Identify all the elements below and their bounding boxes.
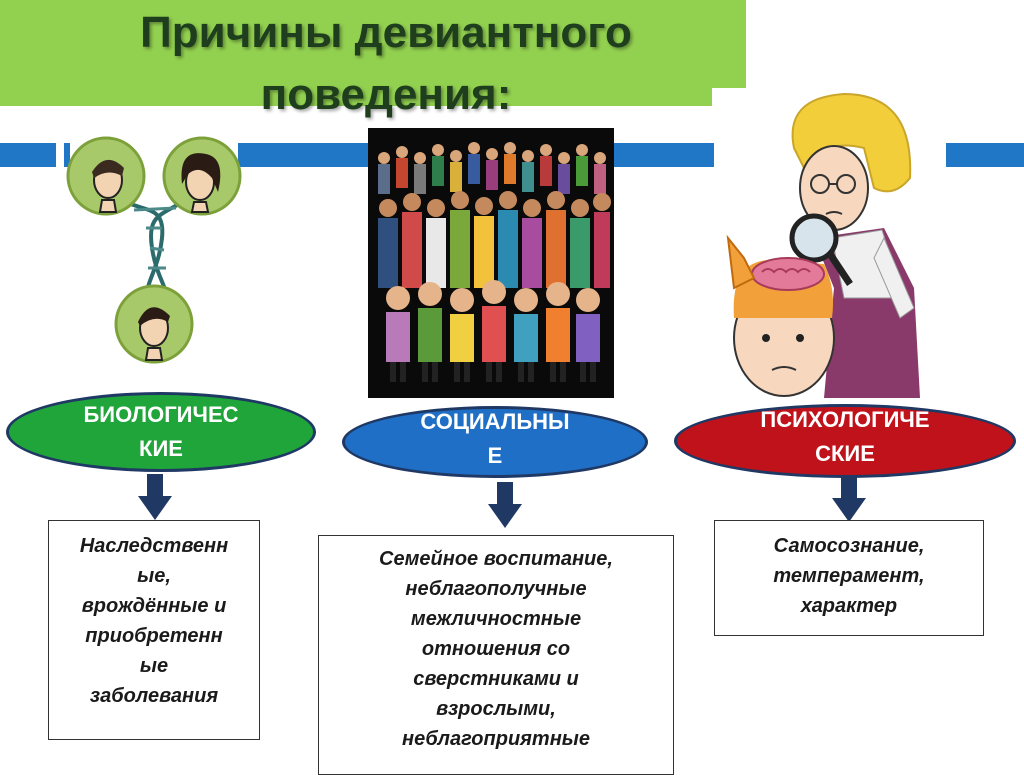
teacher-magnifier-illustration-icon [714, 88, 946, 398]
description-line: взрослыми, [436, 698, 556, 720]
description-line: Наследственн [79, 535, 229, 557]
description-line: отношения со [421, 638, 571, 660]
category-label-psychological-line1: ПСИХОЛОГИЧЕ [760, 407, 930, 432]
decorative-stripe-mid-left [238, 143, 370, 167]
category-oval-social: СОЦИАЛЬНЫ Е [342, 406, 648, 478]
description-line: неблагоприятные [401, 728, 591, 750]
category-label-biological-line2: КИЕ [139, 436, 183, 461]
dna-heads-illustration-icon [66, 136, 242, 364]
category-label-biological-line1: БИОЛОГИЧЕС [83, 402, 239, 427]
description-line: Самосознание, [773, 535, 925, 557]
category-label-social-line2: Е [487, 443, 503, 468]
description-line: приобретенн [85, 625, 223, 647]
description-box-social: Семейное воспитание, неблагополучные меж… [318, 535, 674, 775]
description-line: заболевания [89, 685, 219, 707]
decorative-stripe-right [946, 143, 1024, 167]
description-line: Семейное воспитание, [379, 548, 613, 570]
crowd-illustration-icon [368, 128, 614, 398]
title-line-1: Причины девиантного [140, 8, 632, 57]
down-arrow-icon [488, 482, 522, 528]
title-background-extension [0, 88, 712, 106]
description-line: ые, [137, 565, 171, 587]
down-arrow-icon [832, 476, 866, 522]
title-background [0, 0, 746, 88]
description-line: сверстниками и [413, 668, 579, 690]
title-line-2: поведения: [260, 70, 512, 119]
description-box-biological: Наследственн ые, врождённые и приобретен… [48, 520, 260, 740]
slide-title: Причины девиантного поведения: [96, 2, 676, 126]
description-line: врождённые и [81, 595, 227, 617]
category-label-social-line1: СОЦИАЛЬНЫ [420, 409, 570, 434]
description-line: ые [139, 655, 169, 677]
category-oval-psychological: ПСИХОЛОГИЧЕ СКИЕ [674, 404, 1016, 478]
down-arrow-icon [138, 474, 172, 520]
description-line: темперамент, [773, 565, 925, 587]
description-line: характер [800, 595, 898, 617]
description-box-psychological: Самосознание, темперамент, характер [714, 520, 984, 636]
decorative-stripe-tick [64, 143, 70, 167]
decorative-stripe-left [0, 143, 56, 167]
description-line: неблагополучные [405, 578, 587, 600]
category-oval-biological: БИОЛОГИЧЕС КИЕ [6, 392, 316, 472]
description-line: межличностные [410, 608, 582, 630]
decorative-stripe-mid-right [614, 143, 718, 167]
category-label-psychological-line2: СКИЕ [815, 441, 875, 466]
